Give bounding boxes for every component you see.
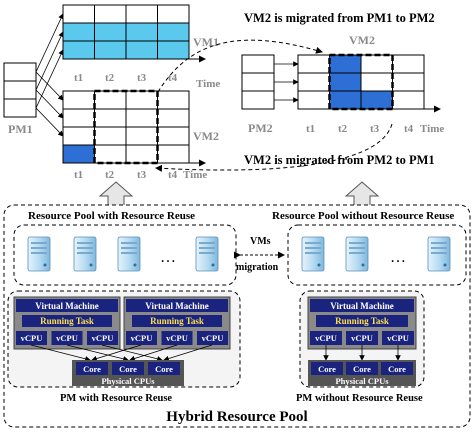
pm2-time-label: Time	[420, 123, 444, 135]
vm2-migrated-slot-pm1	[93, 89, 159, 165]
pm2-tick-3: t3	[370, 123, 380, 135]
vm1-time-axis: t1 t2 t3 t4 Time	[74, 72, 220, 90]
vcpu-b1: vCPU	[131, 333, 153, 343]
migration-arrow-to-pm2	[157, 39, 323, 93]
server-icon	[117, 236, 141, 272]
migration-arrow-to-pm1	[155, 123, 393, 172]
pm1-label: PM1	[8, 122, 33, 136]
core-r1: Core	[318, 364, 336, 374]
vm-title-a: Virtual Machine	[35, 301, 98, 311]
left-pm-caption: PM with Resource Reuse	[60, 393, 172, 404]
vm1-label: VM1	[193, 35, 219, 49]
pm2-tick-1: t1	[306, 123, 315, 135]
physical-cpus-right: Physical CPUs	[335, 376, 389, 386]
vcpu-c3: vCPU	[387, 333, 409, 343]
vm2-tick-2: t2	[105, 169, 115, 181]
vm1-grid	[62, 4, 206, 63]
task-label-b: Running Task	[150, 316, 204, 326]
physical-cpus-left: Physical CPUs	[101, 376, 155, 386]
right-server-pool: …	[287, 224, 467, 286]
server-icon	[27, 236, 51, 272]
hybrid-pool-title: Hybrid Resource Pool	[166, 409, 307, 425]
right-pool-title: Resource Pool without Resource Reuse	[272, 210, 454, 222]
vcpu-a3: vCPU	[92, 333, 114, 343]
vm2-migrated-slot-pm2	[328, 53, 394, 111]
server-icon	[301, 236, 325, 272]
left-pool-ellipsis: …	[160, 249, 176, 266]
vcpu-a1: vCPU	[21, 333, 43, 343]
task-label-c: Running Task	[335, 316, 389, 326]
vm2-grid-pm1	[62, 89, 206, 167]
pm1-fanout-lines	[35, 13, 64, 137]
right-pool-ellipsis: …	[390, 249, 406, 266]
up-arrow-right	[344, 181, 380, 207]
vcpu-b3: vCPU	[202, 333, 224, 343]
vm2-grid-pm2	[297, 53, 441, 113]
vm2-time-axis-pm2: t1 t2 t3 t4 Time	[306, 123, 444, 135]
vcpu-core-mapping-left	[30, 344, 213, 362]
server-icon	[427, 236, 451, 272]
vm2-time-axis-pm1: t1 t2 t3 t4 Time	[74, 169, 207, 181]
vcpu-c2: vCPU	[351, 333, 373, 343]
vcpu-c1: vCPU	[315, 333, 337, 343]
vm-title-c: Virtual Machine	[330, 301, 393, 311]
left-pool-title: Resource Pool with Resource Reuse	[28, 210, 195, 222]
left-server-pool: …	[13, 224, 237, 286]
right-pm-detail: Virtual Machine Running Task vCPU vCPU v…	[299, 290, 425, 388]
vm2-tick-3: t3	[137, 169, 147, 181]
vm1-tick-1: t1	[74, 72, 83, 84]
core-r2: Core	[353, 364, 371, 374]
migration-heading-bottom: VM2 is migrated from PM2 to PM1	[244, 153, 435, 167]
server-icon	[73, 236, 97, 272]
vm1-time-label: Time	[196, 78, 220, 90]
pm2-links	[274, 61, 299, 103]
core-r3: Core	[388, 364, 406, 374]
vcpu-b2: vCPU	[166, 333, 188, 343]
pm1-block	[3, 62, 37, 118]
core-l3: Core	[155, 364, 173, 374]
vm-title-b: Virtual Machine	[145, 301, 208, 311]
vm1-tick-2: t2	[105, 72, 115, 84]
pm2-block	[241, 54, 275, 110]
top-right-panel: VM2 is migrated from PM1 to PM2 VM2 is m…	[155, 11, 444, 172]
vm2-label-pm2: VM2	[349, 33, 375, 47]
vm2-tick-4: t4	[168, 169, 178, 181]
core-l2: Core	[119, 364, 137, 374]
vm1-tick-3: t3	[137, 72, 147, 84]
core-l1: Core	[83, 364, 101, 374]
right-pm-caption: PM without Resource Reuse	[296, 393, 423, 404]
vm2-label-pm1: VM2	[193, 129, 219, 143]
task-label-a: Running Task	[40, 316, 94, 326]
pm2-tick-4: t4	[404, 123, 414, 135]
server-icon	[345, 236, 369, 272]
vm2-time-label-pm1: Time	[183, 169, 207, 181]
vm2-tick-1: t1	[74, 169, 83, 181]
left-pm-detail: Virtual Machine Running Task vCPU vCPU v…	[7, 290, 241, 388]
pm2-tick-2: t2	[338, 123, 348, 135]
server-icon	[195, 236, 219, 272]
up-arrow-left	[98, 181, 134, 207]
vcpu-a2: vCPU	[56, 333, 78, 343]
vcpu-core-mapping-right	[323, 345, 401, 361]
pm2-label: PM2	[248, 121, 273, 135]
vms-migration-label-1: VMs	[250, 236, 271, 247]
migration-heading-top: VM2 is migrated from PM1 to PM2	[244, 11, 435, 25]
vms-migration-label-2: migration	[236, 262, 279, 273]
vm1-tick-4: t4	[168, 72, 178, 84]
top-left-panel: PM1 VM1 t1 t2 t3 t4 Time	[3, 4, 220, 181]
